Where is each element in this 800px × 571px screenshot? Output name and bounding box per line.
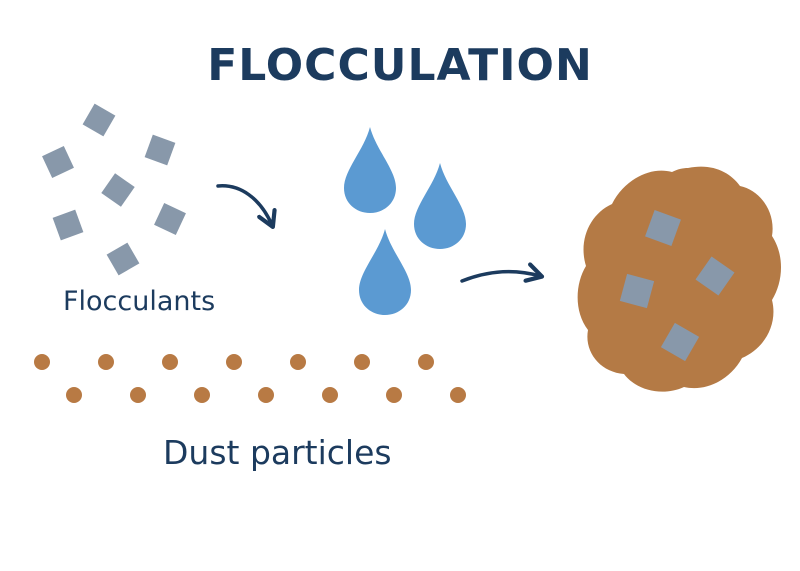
water-drop-group <box>344 127 466 315</box>
water-drop-icon <box>359 229 411 315</box>
dust-particle-icon <box>258 387 274 403</box>
dust-particle-icon <box>226 354 242 370</box>
dust-particle-icon <box>386 387 402 403</box>
arrow-right-icon <box>460 262 545 283</box>
dust-particle-icon <box>34 354 50 370</box>
dust-particles-label: Dust particles <box>163 433 392 472</box>
flocculant-square-icon <box>101 173 135 207</box>
diagram-title: FLOCCULATION <box>207 40 593 91</box>
dust-particle-icon <box>66 387 82 403</box>
dust-particle-icon <box>450 387 466 403</box>
dust-particle-icon <box>194 387 210 403</box>
flocculants-label: Flocculants <box>63 286 216 317</box>
dust-particle-group <box>34 354 466 403</box>
flocculant-square-icon <box>52 209 84 241</box>
dust-particle-icon <box>98 354 114 370</box>
floc-embedded-flocculants <box>619 210 735 362</box>
flocculant-group <box>42 103 186 276</box>
water-drop-icon <box>344 127 396 213</box>
flocculant-square-icon <box>645 210 681 246</box>
flocculant-square-icon <box>695 256 735 296</box>
dust-particle-icon <box>322 387 338 403</box>
curved-arrow-icon <box>216 184 277 230</box>
dust-particle-icon <box>418 354 434 370</box>
flocculant-square-icon <box>619 273 655 309</box>
dust-particle-icon <box>354 354 370 370</box>
floc-blob-icon <box>577 166 782 392</box>
flocculant-square-icon <box>144 134 176 166</box>
flocculant-square-icon <box>154 203 186 235</box>
water-drop-icon <box>414 163 466 249</box>
dust-particle-icon <box>130 387 146 403</box>
flocculant-square-icon <box>660 322 700 362</box>
flocculant-square-icon <box>106 242 140 276</box>
flocculant-square-icon <box>42 146 74 178</box>
dust-particle-icon <box>162 354 178 370</box>
dust-particle-icon <box>290 354 306 370</box>
flocculant-square-icon <box>82 103 116 137</box>
